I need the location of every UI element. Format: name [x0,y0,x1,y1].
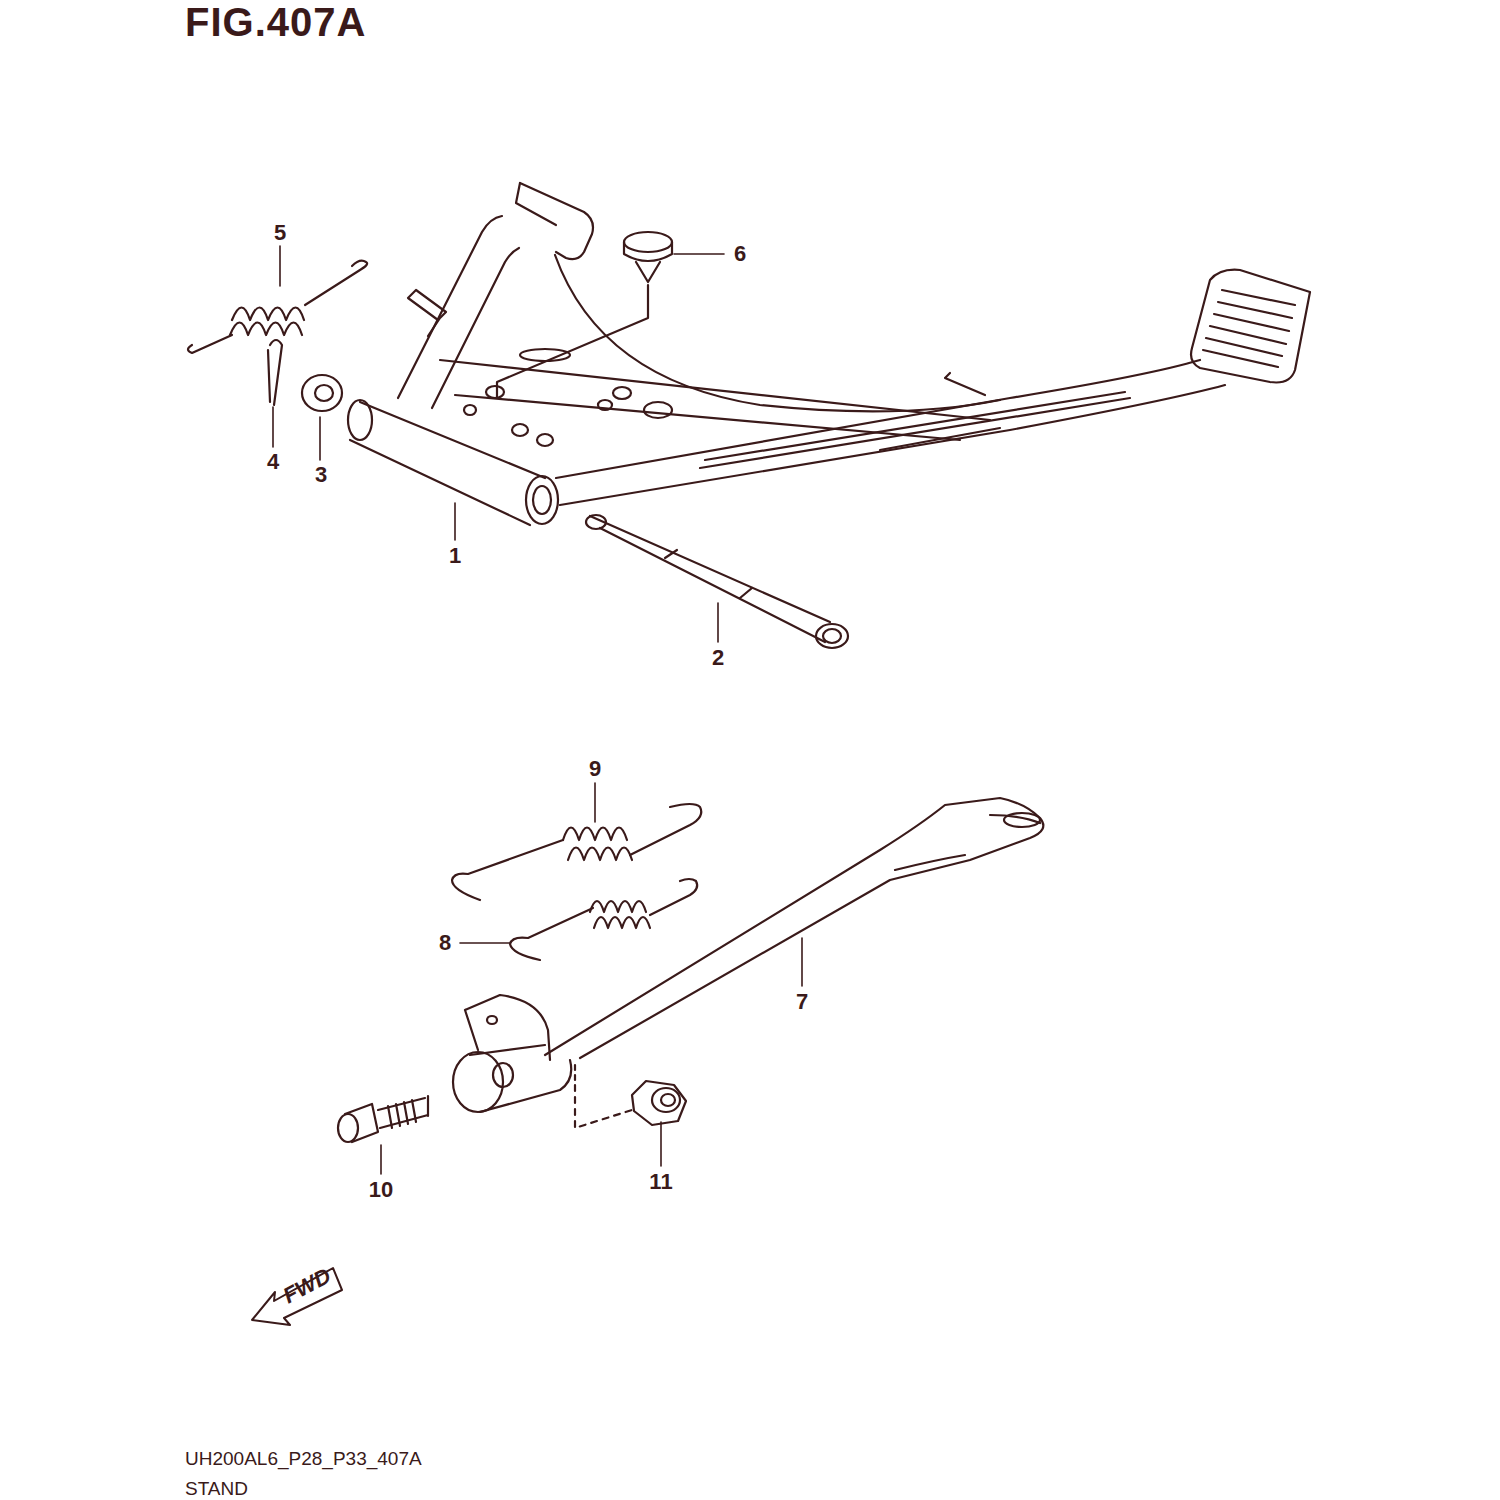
callout-number: 7 [796,991,808,1013]
figure-title: FIG.407A [185,2,366,42]
callout-number: 3 [315,464,327,486]
return-spring [188,261,367,353]
callout-number: 1 [449,545,461,567]
callout-number: 5 [274,222,286,244]
forward-label: FWD [279,1264,334,1307]
callout-number: 2 [712,647,724,669]
callout-number: 9 [589,758,601,780]
center-stand [348,183,1310,525]
pivot-pin [586,515,848,648]
side-stand [453,798,1043,1128]
rubber-stopper [497,232,672,398]
callout-number: 4 [267,451,279,473]
figure-code: UH200AL6_P28_P33_407A [185,1449,422,1468]
callout-number: 11 [649,1171,672,1193]
callout-number: 10 [369,1179,393,1201]
figure-caption: STAND [185,1479,248,1498]
nut [632,1081,686,1125]
callout-number: 6 [734,243,746,265]
pivot-bolt [338,1096,428,1142]
leader-lines [273,246,802,1174]
side-stand-spring-inner [510,879,697,960]
washer [302,375,342,411]
callout-number: 8 [439,932,451,954]
cotter-pin [268,340,282,405]
side-stand-spring-outer [452,804,701,900]
